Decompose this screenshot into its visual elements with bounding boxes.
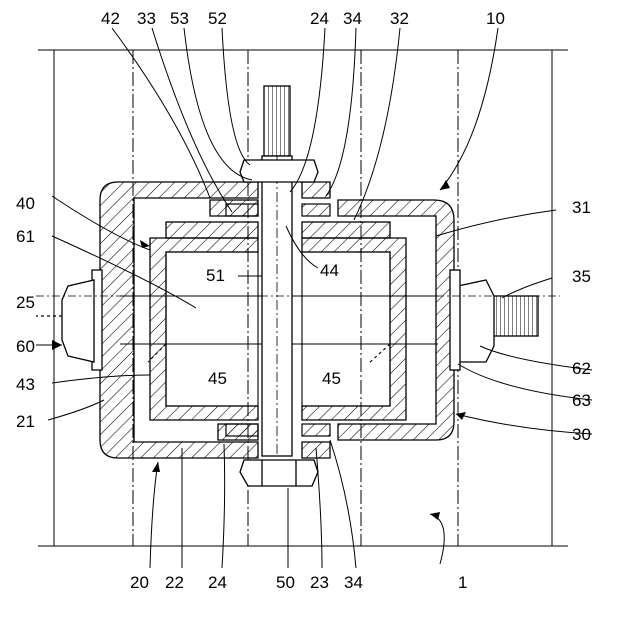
label-61: 61 xyxy=(16,227,35,246)
label-44: 44 xyxy=(320,261,339,280)
label-20: 20 xyxy=(130,573,149,592)
label-10: 10 xyxy=(486,9,505,28)
label-60: 60 xyxy=(16,337,35,356)
label-62: 62 xyxy=(572,359,591,378)
label-24-bottom: 24 xyxy=(208,573,227,592)
label-63: 63 xyxy=(572,391,591,410)
label-31: 31 xyxy=(572,198,591,217)
label-23: 23 xyxy=(310,573,329,592)
label-1: 1 xyxy=(458,573,467,592)
label-21: 21 xyxy=(16,412,35,431)
label-45-left: 45 xyxy=(208,369,227,388)
label-50: 50 xyxy=(276,573,295,592)
label-43: 43 xyxy=(16,375,35,394)
label-52: 52 xyxy=(208,9,227,28)
label-35: 35 xyxy=(572,267,591,286)
label-34-top: 34 xyxy=(343,9,362,28)
label-22: 22 xyxy=(165,573,184,592)
label-45-right: 45 xyxy=(322,369,341,388)
label-34-bottom: 34 xyxy=(344,573,363,592)
label-25: 25 xyxy=(16,293,35,312)
label-24-top: 24 xyxy=(310,9,329,28)
label-32: 32 xyxy=(390,9,409,28)
label-33: 33 xyxy=(137,9,156,28)
label-53: 53 xyxy=(170,9,189,28)
label-30: 30 xyxy=(572,425,591,444)
label-40: 40 xyxy=(16,194,35,213)
label-42: 42 xyxy=(101,9,120,28)
label-51: 51 xyxy=(206,266,225,285)
